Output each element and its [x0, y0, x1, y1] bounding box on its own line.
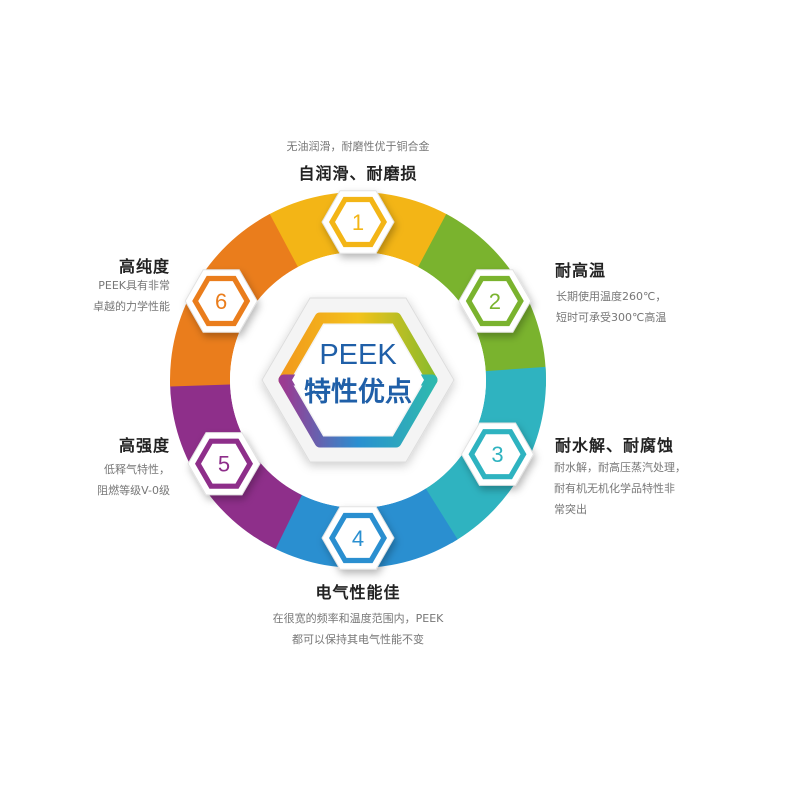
feature-hexagon-1: 1: [321, 190, 395, 254]
feature-2-desc-line: 短时可承受300℃高温: [556, 311, 667, 324]
feature-6-desc: PEEK具有非常 卓越的力学性能: [40, 275, 170, 317]
feature-1-title: 自润滑、耐磨损: [298, 164, 418, 183]
feature-number-5: 5: [218, 452, 230, 477]
feature-5-desc-line: 阻燃等级V-0级: [97, 484, 170, 497]
feature-6-desc-line: PEEK具有非常: [98, 279, 170, 292]
feature-hexagons: 1 2 3 4 5 6: [184, 190, 535, 570]
center-hexagon: [261, 297, 455, 463]
feature-5-title: 高强度: [118, 436, 170, 455]
feature-hexagon-3: 3: [460, 422, 535, 486]
feature-3-desc-line: 耐水解，耐高压蒸汽处理，: [554, 461, 686, 474]
feature-number-1: 1: [352, 210, 364, 235]
feature-hexagon-6: 6: [184, 269, 258, 333]
center-title: PEEK: [319, 339, 397, 371]
feature-number-6: 6: [215, 289, 227, 314]
feature-4-desc: 在很宽的频率和温度范围内，PEEK 都可以保持其电气性能不变: [248, 608, 468, 650]
feature-4-title: 电气性能佳: [315, 583, 401, 602]
feature-1-desc-line: 无油润滑，耐磨性优于铜合金: [286, 140, 430, 153]
feature-3-desc: 耐水解，耐高压蒸汽处理， 耐有机无机化学品特性非 常突出: [554, 457, 686, 520]
feature-5-desc-line: 低释气特性，: [104, 463, 170, 476]
feature-number-2: 2: [489, 289, 501, 314]
feature-2-desc: 长期使用温度260℃， 短时可承受300℃高温: [556, 286, 666, 328]
feature-2-title: 耐高温: [555, 261, 607, 280]
feature-hexagon-4: 4: [321, 506, 395, 570]
feature-number-3: 3: [491, 442, 503, 467]
feature-2-desc-line: 长期使用温度260℃，: [556, 290, 667, 303]
feature-3-title: 耐水解、耐腐蚀: [555, 436, 675, 455]
feature-3-desc-line: 常突出: [554, 503, 587, 516]
feature-5-desc: 低释气特性， 阻燃等级V-0级: [40, 459, 170, 501]
feature-4-desc-line: 都可以保持其电气性能不变: [292, 633, 424, 646]
feature-3-desc-line: 耐有机无机化学品特性非: [554, 482, 675, 495]
feature-hexagon-5: 5: [187, 432, 261, 496]
feature-1-desc: 无油润滑，耐磨性优于铜合金: [258, 136, 458, 157]
feature-4-desc-line: 在很宽的频率和温度范围内，PEEK: [272, 612, 444, 625]
center-subtitle: 特性优点: [304, 377, 412, 408]
feature-6-title: 高纯度: [118, 257, 170, 276]
feature-number-4: 4: [352, 526, 364, 551]
feature-6-desc-line: 卓越的力学性能: [93, 300, 170, 313]
feature-hexagon-2: 2: [458, 269, 532, 333]
